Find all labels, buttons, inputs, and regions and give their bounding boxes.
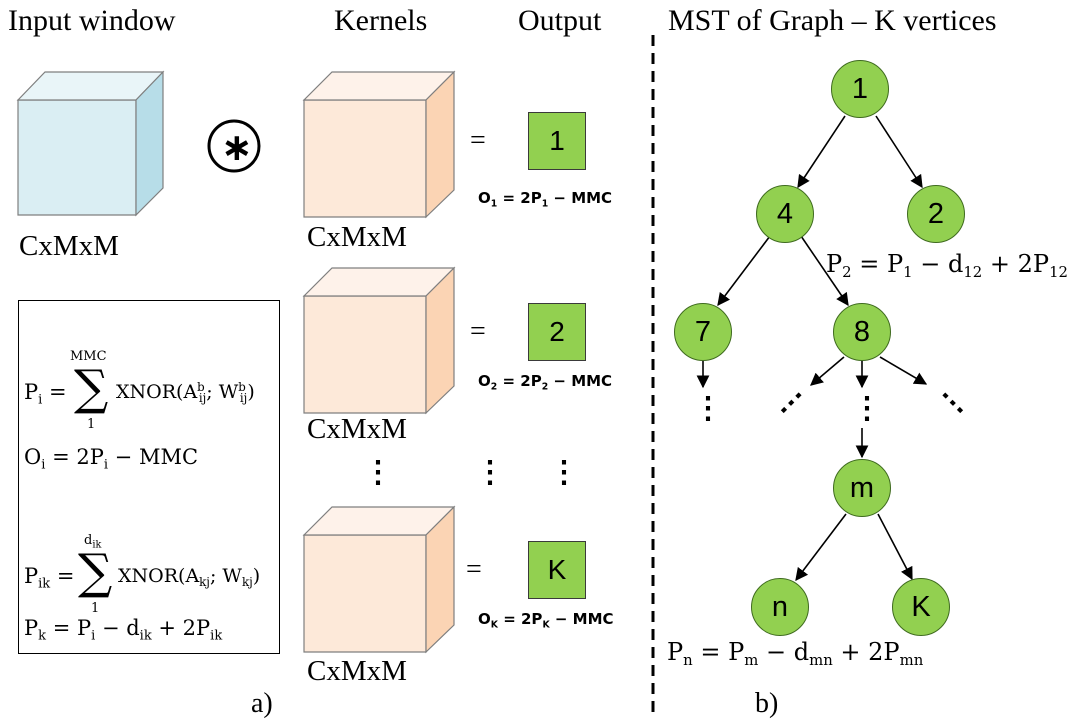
formula-box: [18, 300, 280, 654]
equals-sign-k: =: [466, 554, 482, 585]
graph-node-2: 2: [907, 185, 965, 243]
edge-1-2: [875, 115, 923, 189]
graph-node-8: 8: [833, 303, 891, 361]
title-mst-graph: MST of Graph – K vertices: [668, 4, 997, 37]
sum-symbol-1: ∑: [74, 360, 109, 416]
tree-edges: [696, 115, 928, 582]
edge-m-k: [877, 513, 913, 581]
output-eq-k: OK = 2PK − MMC: [478, 610, 614, 631]
node-8-ellipsis: ⋮: [852, 392, 882, 425]
kernel-cube-1: [302, 70, 456, 219]
formula-o-i: Oi = 2Pi − MMC: [24, 445, 199, 473]
title-kernels: Kernels: [334, 4, 428, 37]
sum-symbol-2: ∑: [78, 544, 113, 600]
graph-eq-p2: P2 = P1 − d12 + 2P12: [826, 250, 1068, 282]
input-cube: [16, 70, 165, 217]
edge-1-4: [797, 115, 846, 189]
kernel-cube-k: [302, 505, 456, 654]
output-box-2-label: 2: [549, 316, 565, 347]
graph-node-4: 4: [756, 185, 814, 243]
output-eq-1: O1 = 2P1 − MMC: [478, 189, 613, 210]
edge-8-right: [879, 356, 928, 385]
kernel-2-dims-label: CxMxM: [307, 413, 407, 445]
equals-sign-1: =: [470, 125, 486, 156]
graph-node-m: m: [833, 459, 891, 517]
output-box-1: 1: [528, 112, 586, 170]
outputs-ellipsis: ⋮: [549, 456, 579, 489]
graph-eq-pn: Pn = Pm − dmn + 2Pmn: [667, 638, 924, 670]
title-input-window: Input window: [8, 4, 176, 37]
equals-sign-2: =: [470, 316, 486, 347]
output-box-2: 2: [528, 303, 586, 361]
output-eq-2: O2 = 2P2 − MMC: [478, 372, 613, 393]
graph-node-k: K: [892, 578, 950, 636]
panel-label-b: b): [755, 688, 779, 719]
sum-upper-limit-1: MMC: [70, 349, 107, 364]
convolution-symbol: ∗: [221, 125, 253, 169]
node-7-ellipsis: ⋮: [693, 392, 723, 425]
edge-8-left: [810, 356, 845, 386]
sum-upper-limit-2: dik: [84, 533, 102, 551]
equals-ellipsis: ⋮: [475, 456, 505, 489]
graph-node-7: 7: [674, 303, 732, 361]
kernel-1-dims-label: CxMxM: [307, 221, 407, 253]
output-box-k-label: K: [547, 554, 567, 585]
graph-node-n: n: [751, 578, 809, 636]
edge-4-8: [800, 235, 849, 307]
sum-lower-limit-2: 1: [91, 601, 100, 616]
panel-label-a: a): [251, 688, 273, 719]
kernels-ellipsis: ⋮: [363, 456, 393, 489]
output-box-1-label: 1: [549, 125, 565, 156]
edge-4-7: [717, 235, 771, 307]
kernel-cube-2: [302, 266, 456, 415]
edge-m-n: [795, 513, 847, 582]
convolution-circle: [207, 119, 261, 173]
graph-node-1: 1: [831, 60, 889, 118]
formula-p-k: Pk = Pi − dik + 2Pik: [24, 616, 223, 644]
title-output: Output: [518, 4, 602, 37]
kernel-k-dims-label: CxMxM: [307, 655, 407, 687]
output-box-k: K: [528, 541, 586, 599]
input-dims-label: CxMxM: [19, 230, 119, 262]
sum-lower-limit-1: 1: [87, 417, 96, 432]
